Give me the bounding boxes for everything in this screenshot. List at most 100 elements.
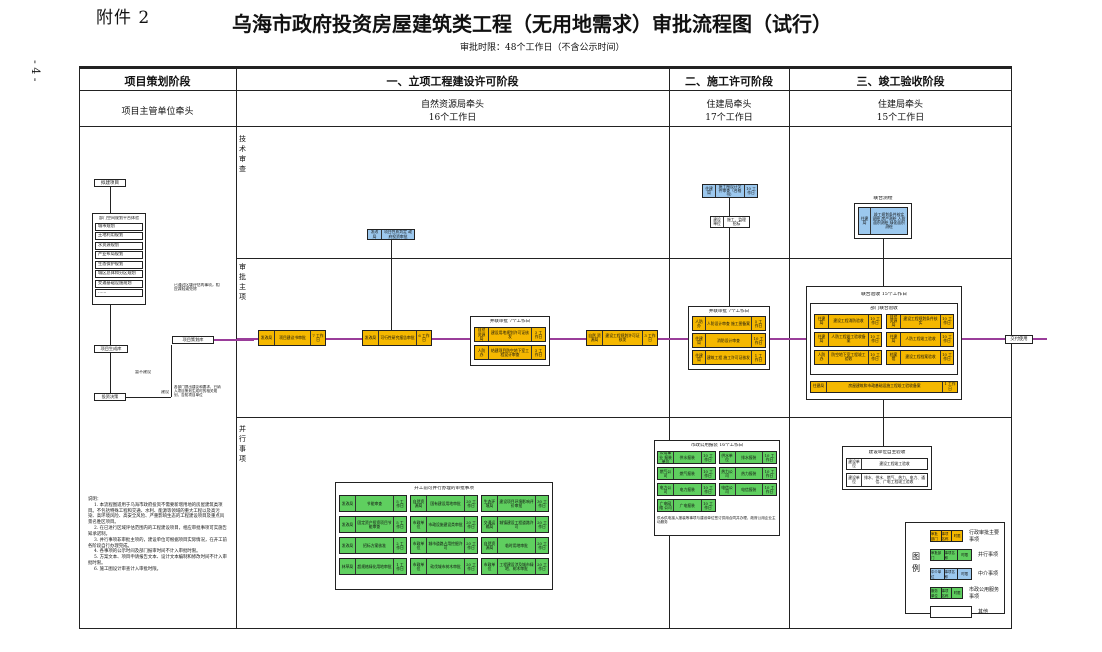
stage3-tech-title: 联合测绘: [873, 196, 893, 201]
platform-item: ……: [95, 289, 143, 298]
self-row: 建设单位排水、供水、燃气、热力、电力、通信、广电工程竣工验收: [846, 473, 928, 488]
planning-decision: 投资决策: [94, 393, 126, 401]
legend-item: 服务单位事项名称时限 市政公用服务事项: [930, 586, 1000, 600]
connector: [110, 187, 111, 213]
stage3-self-acceptance: 建设单位自主验收 建设单位建设工程竣工验收 建设单位排水、供水、燃气、热力、电力…: [842, 446, 932, 490]
col-divider-3: [789, 69, 790, 629]
planning-note1: 已通过区域评估的事项，相应减轻或免除: [174, 283, 220, 292]
platform-item: 交通基础设施规划: [95, 279, 143, 288]
connector: [110, 305, 111, 346]
platform-item: 生态保护规划: [95, 260, 143, 269]
group-title: 并联审批 7个工作日: [489, 319, 531, 324]
platform-item: 产业布局规划: [95, 251, 143, 260]
acceptance-final-box: 住建局 房屋建筑和市政基础设施工程竣工验收备案 1 工作日: [810, 380, 958, 393]
planning-build: 建设: [161, 390, 169, 394]
stage-days-approval: 16个工作日: [428, 113, 477, 123]
platform-item: 水资源规划: [95, 241, 143, 250]
stage1-box-civil-defense: 人防办 结建项目防空地下室工程设计审查 3 工作日: [474, 345, 546, 361]
row-divider-main: [236, 417, 1012, 418]
planning-feedback: 暂不建设: [135, 370, 151, 374]
stage-name-construction: 二、施工许可阶段: [685, 75, 773, 88]
platform-item: 城区总体和分区规划: [95, 270, 143, 279]
connector: [391, 240, 392, 330]
stage-header-row: [79, 69, 1012, 91]
public-note: 供水供电接入报装等事项与建设单位签订供用合同并办理，政府公用企业主动服务: [657, 516, 776, 525]
stage2-tech-box: 住建局 施工图设计文件审查（合格书） 10 工作日: [702, 184, 758, 198]
connector: [883, 239, 884, 286]
acceptance-subtitle: 部门联合验收: [870, 305, 898, 311]
legend-item: 中介单位事项名称时限 中介事项: [930, 567, 999, 580]
delivery-box: 交付使用: [1005, 335, 1033, 344]
stage-lead-approval: 自然资源局牵头: [420, 100, 484, 110]
planning-platform: 部门空间规划平台体验 城市规划 土地利用规划 水资源规划 产业布局规划 生态保护…: [92, 213, 146, 305]
stage-name-approval: 一、立项工程建设许可阶段: [386, 75, 519, 88]
parallel-title: 开工前可并行办理的审批事项: [414, 486, 474, 491]
platform-item: 土地利用规划: [95, 232, 143, 241]
connector: [883, 400, 884, 446]
stage1-parallel-group: 并联审批 7个工作日 自然 资源局 建设用地规划许可证核发 3 工作日 人防办 …: [470, 316, 550, 366]
self-row: 建设单位建设工程竣工验收: [846, 458, 928, 471]
stage-days-construction: 17个工作日: [705, 113, 753, 123]
col-divider-1: [236, 69, 237, 629]
public-title: 市政公用报装 16个工作日: [690, 443, 744, 448]
planning-project-approval: 拟建项目: [94, 179, 126, 187]
connector: [729, 198, 730, 216]
col-divider-2: [669, 69, 670, 629]
notes-block: 说明： 1. 本流程图适用于乌海市政府投资不需要新增用地的房屋建筑类项目。不包括…: [88, 497, 227, 572]
connector: [126, 397, 171, 398]
platform-title: 部门空间规划平台体验: [99, 216, 139, 220]
group-title: 并联审批 7个工作日: [708, 309, 750, 314]
stage1-tech-box: 发改局 项目性质判定 政府投资审批: [367, 229, 415, 240]
attachment-label: 附件 2: [96, 8, 151, 28]
legend-item: 审批部门事项名称时限 行政审批主要事项: [930, 529, 1000, 543]
connector: [110, 353, 111, 393]
stage-days-acceptance: 15个工作日: [876, 113, 925, 123]
stage1-box-proposal: 发改局 项目建议书审批 7 工作日: [258, 330, 326, 346]
stage-name-acceptance: 三、竣工验收阶段: [856, 75, 945, 88]
platform-item: 城市规划: [95, 222, 143, 231]
page-title: 乌海市政府投资房屋建筑类工程（无用地需求）审批流程图（试行）: [232, 12, 832, 36]
stage-lead-construction: 住建局牵头: [706, 100, 752, 110]
planning-note2: 各部门提出建议和要求，已纳入项目策划生成时的相关规划，告知项目单位: [174, 385, 221, 398]
connector: [171, 345, 172, 397]
planning-project-plan: 项目策划库: [172, 336, 214, 344]
stage2-tech-sub: 建设 单位 施工、监理 招标: [710, 216, 750, 228]
page-subtitle: 审批时限：48个工作日（不含公示时间）: [460, 43, 625, 53]
stage1-box-land: 自然 资源局 建设用地规划许可证核发 3 工作日: [474, 327, 546, 343]
acceptance-title: 联合验收 15个工作日: [860, 292, 907, 297]
stage3-tech-box: 住建局 竣工规划条件核实测绘 房产测绘 人防面积测绘 绿化面积测绘: [858, 207, 908, 235]
connector: [729, 228, 730, 306]
legend-item: 审批部门事项名称时限 并行事项: [930, 548, 999, 561]
self-title: 建设单位自主验收: [868, 450, 906, 455]
legend-label: 图例: [912, 552, 920, 573]
stage3-tech-frame: 住建局 竣工规划条件核实测绘 房产测绘 人防面积测绘 绿化面积测绘: [854, 203, 912, 239]
